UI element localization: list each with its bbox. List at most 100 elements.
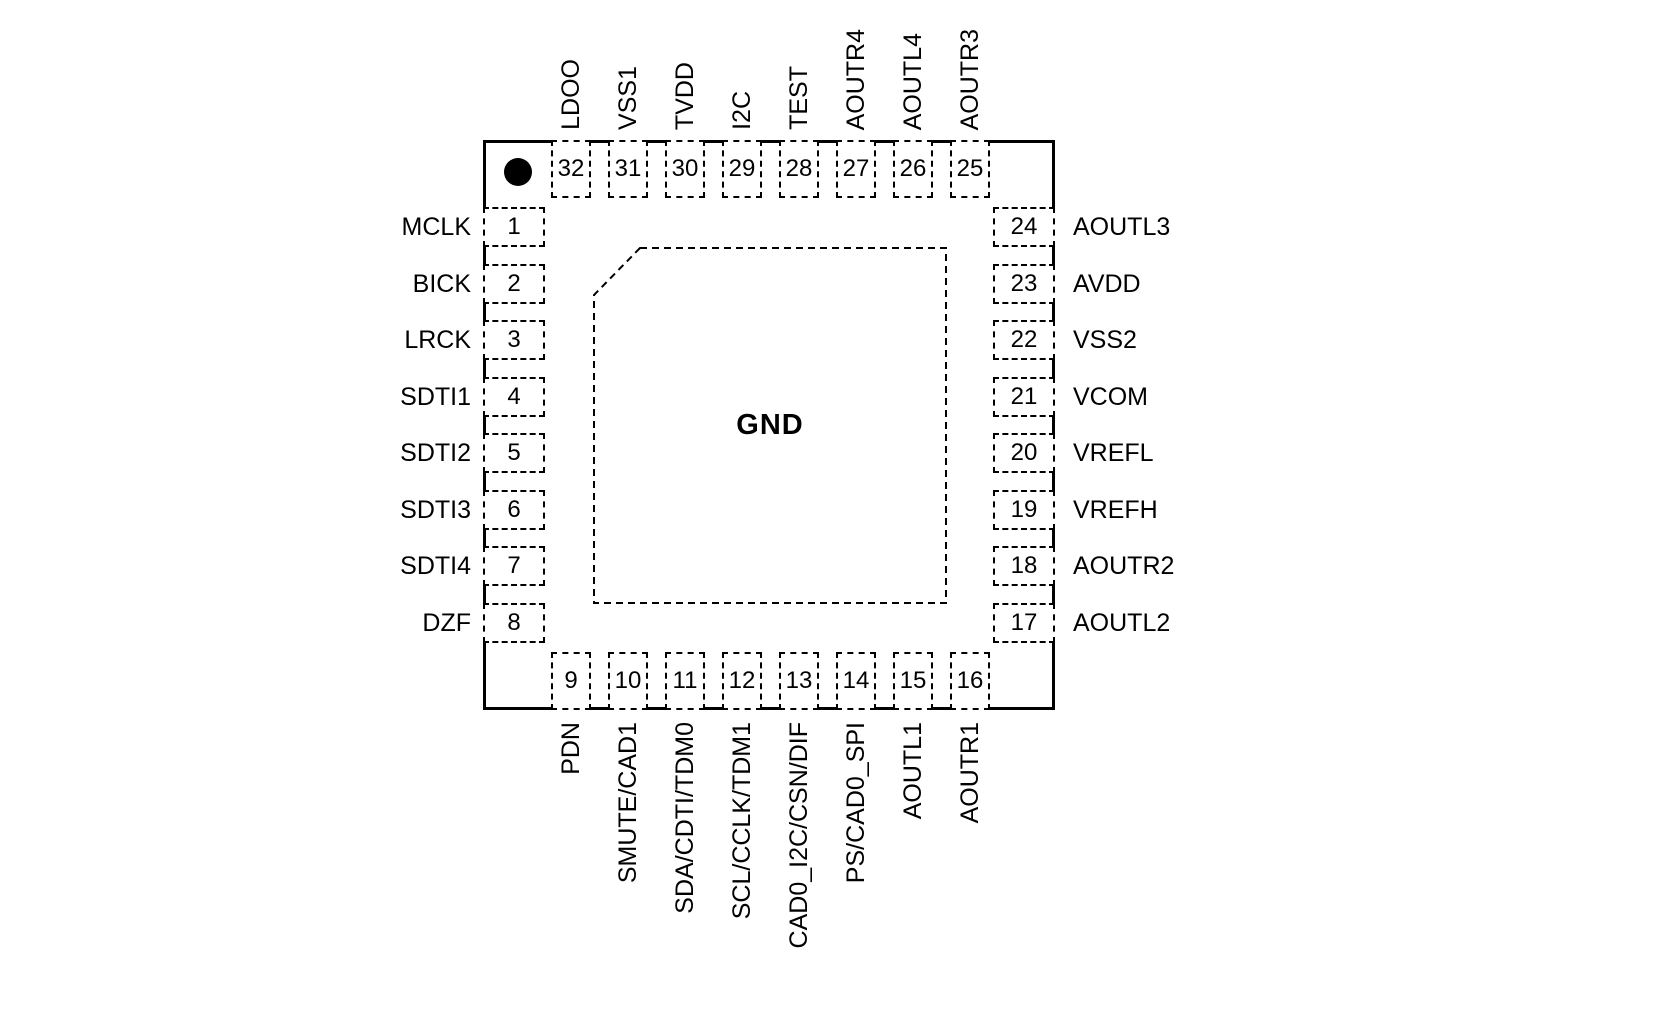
pin-number-19: 19 xyxy=(1010,495,1038,523)
pin-number-31: 31 xyxy=(614,155,642,182)
pin-number-27: 27 xyxy=(842,155,870,182)
pin-label-cell: AOUTL4 xyxy=(893,33,933,130)
pin-label-cell: TVDD xyxy=(665,62,705,130)
pin-number-29: 29 xyxy=(728,155,756,182)
bottom-pin-row: 9 10 11 12 13 14 15 16 xyxy=(551,652,990,710)
chip-outline xyxy=(483,140,1055,710)
ground-pad-outline xyxy=(593,247,947,604)
pin-label-21: VCOM xyxy=(1073,382,1148,411)
pin-label-22: VSS2 xyxy=(1073,326,1137,354)
pin-box-13: 13 xyxy=(779,652,819,710)
pin-box-12: 12 xyxy=(722,652,762,710)
pin-box-20: 20 xyxy=(993,433,1055,473)
pin-label-cell: LDOO xyxy=(551,59,591,130)
pin-box-10: 10 xyxy=(608,652,648,710)
pin-number-9: 9 xyxy=(564,667,578,694)
pin-box-18: 18 xyxy=(993,546,1055,586)
pin-label-23: AVDD xyxy=(1073,269,1141,298)
pin-box-30: 30 xyxy=(665,140,705,198)
pin-label-27: AOUTR4 xyxy=(841,28,870,130)
pin-label-12: SCL/CCLK/TDM1 xyxy=(727,722,756,920)
top-pin-row: 32 31 30 29 28 27 26 25 xyxy=(551,140,990,198)
pin-label-cell: I2C xyxy=(722,91,762,130)
pin-label-cell: SDA/CDTI/TDM0 xyxy=(665,722,705,914)
pin-box-27: 27 xyxy=(836,140,876,198)
pin-number-7: 7 xyxy=(507,552,521,579)
pin-label-4: SDTI1 xyxy=(400,382,471,411)
pin-box-28: 28 xyxy=(779,140,819,198)
pin-label-13: CAD0_I2C/CSN/DIF xyxy=(784,722,813,949)
pin-number-17: 17 xyxy=(1010,608,1038,636)
pin-box-22: 22 xyxy=(993,320,1055,360)
pin-label-15: AOUTL1 xyxy=(898,722,927,820)
pin-number-4: 4 xyxy=(507,382,521,410)
pin-box-19: 19 xyxy=(993,489,1055,530)
pin-box-6: 6 xyxy=(483,489,545,530)
pin-number-12: 12 xyxy=(728,667,756,694)
pin-box-17: 17 xyxy=(993,602,1055,643)
pin-number-25: 25 xyxy=(956,155,984,182)
pin-box-31: 31 xyxy=(608,140,648,198)
pin-number-24: 24 xyxy=(1010,213,1038,240)
pin-box-16: 16 xyxy=(950,652,990,710)
pin-label-cell: PDN xyxy=(551,722,591,775)
pin-label-11: SDA/CDTI/TDM0 xyxy=(670,722,699,914)
pin-box-15: 15 xyxy=(893,652,933,710)
pin-box-32: 32 xyxy=(551,140,591,198)
pin-number-21: 21 xyxy=(1010,382,1038,410)
pin-box-26: 26 xyxy=(893,140,933,198)
pin-label-18: AOUTR2 xyxy=(1073,552,1175,580)
pin-box-3: 3 xyxy=(483,320,545,360)
pin-box-23: 23 xyxy=(993,263,1055,304)
pin-label-1: MCLK xyxy=(401,213,471,241)
pin-number-13: 13 xyxy=(785,667,813,694)
bottom-pin-labels: PDN SMUTE/CAD1 SDA/CDTI/TDM0 SCL/CCLK/TD… xyxy=(551,722,990,948)
pin-label-cell: AOUTL1 xyxy=(893,722,933,819)
pin-number-32: 32 xyxy=(557,155,585,182)
pin-box-9: 9 xyxy=(551,652,591,710)
pin-label-cell: SCL/CCLK/TDM1 xyxy=(722,722,762,919)
pin-label-17: AOUTL2 xyxy=(1073,608,1171,637)
top-pin-labels: LDOO VSS1 TVDD I2C TEST AOUTR4 AOUTL4 AO… xyxy=(551,0,990,130)
pin-number-14: 14 xyxy=(842,667,870,694)
pin-label-cell: AOUTR4 xyxy=(836,29,876,130)
pin-label-cell: AOUTR1 xyxy=(950,722,990,823)
pin-label-28: TEST xyxy=(784,66,813,130)
pin-label-5: SDTI2 xyxy=(400,439,471,467)
pin-number-20: 20 xyxy=(1010,439,1038,466)
pin-label-19: VREFH xyxy=(1073,495,1158,524)
pin-number-30: 30 xyxy=(671,155,699,182)
pin-label-29: I2C xyxy=(727,91,756,130)
pin-number-28: 28 xyxy=(785,155,813,182)
left-pin-column: 1 2 3 4 5 6 7 8 xyxy=(483,207,545,643)
pin-label-7: SDTI4 xyxy=(400,552,471,580)
pin-label-cell: AOUTR3 xyxy=(950,29,990,130)
pin-box-24: 24 xyxy=(993,207,1055,247)
pin-label-cell: CAD0_I2C/CSN/DIF xyxy=(779,722,819,948)
pin-number-16: 16 xyxy=(956,667,984,694)
pin-label-3: LRCK xyxy=(404,326,471,354)
ground-pad-label: GND xyxy=(736,409,804,441)
pin-label-30: TVDD xyxy=(670,61,699,130)
pin-box-29: 29 xyxy=(722,140,762,198)
pin-number-18: 18 xyxy=(1010,552,1038,579)
pin-number-23: 23 xyxy=(1010,269,1038,297)
pin-label-31: VSS1 xyxy=(613,66,642,130)
pin-label-9: PDN xyxy=(556,722,585,775)
pin-label-8: DZF xyxy=(422,608,471,637)
right-pin-labels: AOUTL3 AVDD VSS2 VCOM VREFL VREFH AOUTR2… xyxy=(1073,207,1174,643)
pin-label-cell: SMUTE/CAD1 xyxy=(608,722,648,883)
pin-box-14: 14 xyxy=(836,652,876,710)
pin-box-2: 2 xyxy=(483,263,545,304)
pin-label-10: SMUTE/CAD1 xyxy=(613,722,642,884)
pin-label-cell: VSS1 xyxy=(608,66,648,130)
pin-box-1: 1 xyxy=(483,207,545,247)
pin-number-5: 5 xyxy=(507,439,521,466)
pin1-indicator-dot xyxy=(504,158,532,186)
pin-label-14: PS/CAD0_SPI xyxy=(841,722,870,884)
pin-number-11: 11 xyxy=(672,667,698,694)
pin-box-21: 21 xyxy=(993,376,1055,417)
pin-box-25: 25 xyxy=(950,140,990,198)
pin-number-8: 8 xyxy=(507,608,521,636)
